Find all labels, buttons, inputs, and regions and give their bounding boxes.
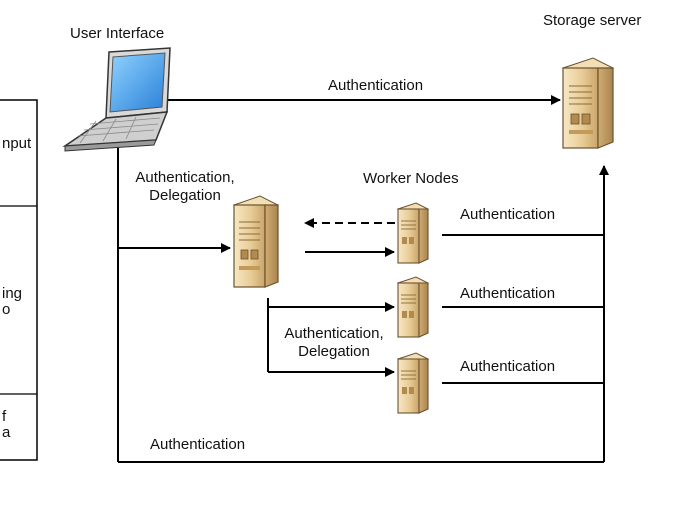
label-auth-delegation-2-line1: Authentication, (284, 325, 384, 342)
left-panel-fragment: nput (2, 135, 32, 152)
left-panel-fragment: a (2, 424, 11, 441)
connections (117, 95, 609, 463)
left-panel (0, 99, 38, 461)
label-auth-bottom: Authentication (150, 436, 246, 453)
label-user-interface: User Interface (70, 25, 165, 42)
label-auth-delegation-2-line2: Delegation (298, 343, 370, 360)
label-auth-top: Authentication (328, 77, 424, 94)
label-auth-worker-2: Authentication (460, 285, 556, 302)
master-node-icon (232, 195, 280, 288)
laptop-icon (62, 47, 171, 152)
label-auth-worker-1: Authentication (460, 206, 556, 223)
worker-node-2-icon (396, 276, 430, 338)
left-panel-fragment: o (2, 301, 11, 318)
label-auth-delegation-2: Authentication, Delegation (270, 325, 398, 361)
left-panel-fragment: f (2, 408, 7, 425)
label-auth-delegation-1: Authentication, Delegation (120, 169, 250, 205)
label-auth-worker-3: Authentication (460, 358, 556, 375)
label-auth-delegation-1-line2: Delegation (149, 187, 221, 204)
label-storage-server: Storage server (543, 12, 642, 29)
worker-node-1-icon (396, 202, 430, 264)
storage-server-icon (561, 57, 615, 149)
worker-node-3-icon (396, 352, 430, 414)
left-panel-fragment: ing (2, 285, 23, 302)
label-auth-delegation-1-line1: Authentication, (135, 169, 235, 186)
label-worker-nodes: Worker Nodes (363, 170, 459, 187)
